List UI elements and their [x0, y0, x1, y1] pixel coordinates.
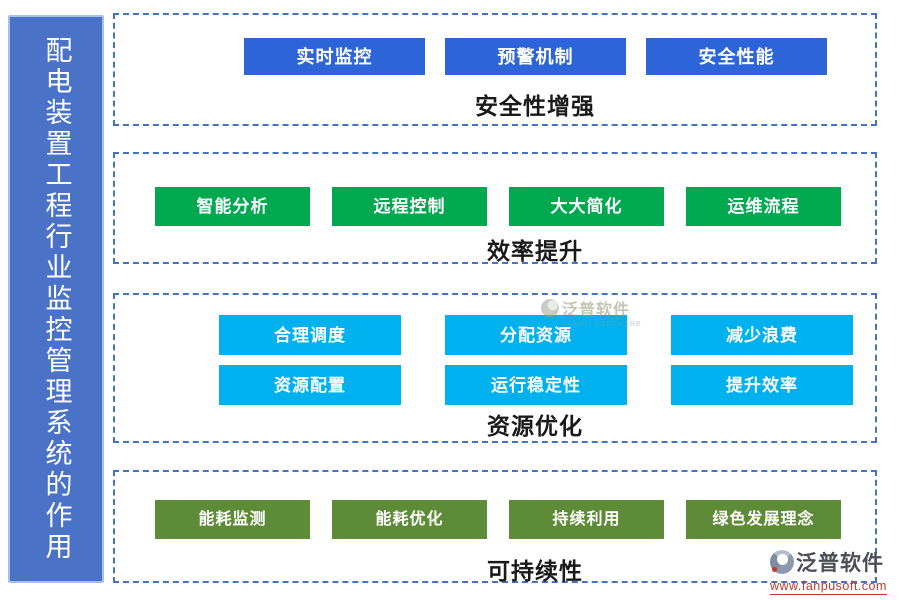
feature-box-simplification: 大大简化	[509, 187, 664, 226]
section-label-efficiency: 效率提升	[487, 239, 583, 264]
feature-row: 合理调度 分配资源 减少浪费	[219, 315, 853, 355]
section-label-sustainability: 可持续性	[487, 559, 583, 584]
feature-box-improve-efficiency: 提升效率	[671, 365, 853, 405]
section-security: 实时监控 预警机制 安全性能 安全性增强	[113, 13, 877, 126]
section-label-resource: 资源优化	[487, 414, 583, 439]
vertical-title-bar: 配电装置工程行业监控管理系统的作用	[8, 15, 104, 583]
feature-box-intelligent-analysis: 智能分析	[155, 187, 310, 226]
feature-box-energy-monitoring: 能耗监测	[155, 500, 310, 539]
feature-box-resource-configuration: 资源配置	[219, 365, 401, 405]
section-sustainability: 能耗监测 能耗优化 持续利用 绿色发展理念 可持续性	[113, 470, 877, 584]
feature-box-safety-performance: 安全性能	[646, 38, 827, 75]
feature-box-green-development: 绿色发展理念	[686, 500, 841, 539]
feature-box-reasonable-scheduling: 合理调度	[219, 315, 401, 355]
feature-box-sustainable-use: 持续利用	[509, 500, 664, 539]
feature-row: 实时监控 预警机制 安全性能	[244, 38, 827, 75]
feature-box-remote-control: 远程控制	[332, 187, 487, 226]
feature-box-reduce-waste: 减少浪费	[671, 315, 853, 355]
feature-box-operation-stability: 运行稳定性	[445, 365, 627, 405]
feature-box-resource-allocation: 分配资源	[445, 315, 627, 355]
feature-box-warning-mechanism: 预警机制	[445, 38, 626, 75]
feature-row: 智能分析 远程控制 大大简化 运维流程	[155, 187, 841, 226]
feature-box-realtime-monitoring: 实时监控	[244, 38, 425, 75]
section-efficiency: 智能分析 远程控制 大大简化 运维流程 效率提升	[113, 152, 877, 264]
fanpu-logo-icon	[770, 550, 794, 574]
page-title: 配电装置工程行业监控管理系统的作用	[41, 35, 72, 563]
fanpu-logo-text: 泛普软件	[796, 552, 884, 575]
feature-row: 资源配置 运行稳定性 提升效率	[219, 365, 853, 405]
fanpu-website-link[interactable]: www.fanpusoft.com	[770, 579, 887, 595]
feature-row: 能耗监测 能耗优化 持续利用 绿色发展理念	[155, 500, 841, 539]
feature-box-operation-process: 运维流程	[686, 187, 841, 226]
section-label-security: 安全性增强	[475, 94, 595, 119]
feature-box-energy-optimization: 能耗优化	[332, 500, 487, 539]
section-resource: 合理调度 分配资源 减少浪费 资源配置 运行稳定性 提升效率 资源优化	[113, 293, 877, 443]
fanpu-logo: 泛普软件 www.fanpusoft.com	[770, 547, 898, 595]
